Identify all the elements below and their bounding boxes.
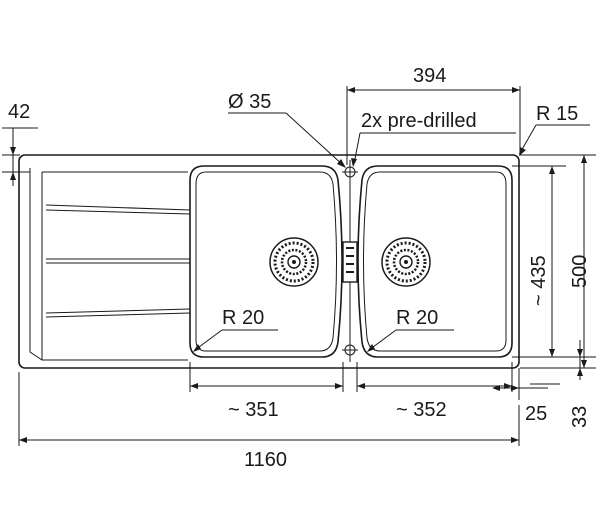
dimension-label-r20-right: R 20 [396,307,438,329]
dimension-edge-offset-right: 25 [492,368,560,425]
dimension-label-351: ~ 351 [228,399,279,421]
right-drain-icon [381,237,431,287]
dimension-label-33: 33 [569,406,591,428]
dimension-outer-radius: R 15 [519,103,590,156]
drainer-ribs [45,204,191,318]
left-bowl-inner-edge [195,171,337,352]
drainer-rib [45,308,191,314]
dimension-label-r20-left: R 20 [222,307,264,329]
dimension-bowl-depth: ~ 435 [512,165,566,358]
note-pre-drilled: 2x pre-drilled [351,110,516,167]
drainer-rib [45,312,191,318]
dimension-label-25: 25 [525,403,547,425]
dimension-right-bowl-radius: R 20 [367,307,454,352]
dimension-label-352: ~ 352 [396,399,447,421]
drainer-rib [45,204,191,211]
dimension-label-42: 42 [8,101,30,123]
dimension-edge-offset-bottom: 33 [566,340,596,428]
left-drain-icon [269,237,319,287]
dimension-label-1160: 1160 [244,449,287,471]
dimension-label-r15: R 15 [536,103,578,125]
dimension-label-435: ~ 435 [528,255,550,306]
drainer-board [29,168,191,361]
tap-hole-icon [342,164,358,180]
dimension-label-500: 500 [569,255,591,288]
dimension-holes-distance: 394 [346,65,521,165]
sink-outer-outline [18,154,520,369]
dimension-overall-depth: 500 [520,154,596,369]
dimension-left-bowl-width: ~ 351 [189,362,344,421]
dimension-right-bowl-width: ~ 352 [356,362,513,421]
dimension-hole-diameter: Ø 35 [228,91,346,168]
dimension-drainer-offset: 42 [2,101,38,186]
drainer-rib [45,209,191,215]
drainer-outline [29,168,188,361]
overflow-icon [342,241,358,283]
left-bowl [189,165,343,358]
dimension-label-394: 394 [413,65,446,87]
tap-hole-icon [342,342,358,358]
right-bowl [357,165,513,358]
right-bowl-inner-edge [363,171,507,352]
dimension-left-bowl-radius: R 20 [193,307,278,352]
note-pre-drilled-label: 2x pre-drilled [361,110,477,132]
dimension-label-hole-diameter: Ø 35 [228,91,271,113]
dimension-overall-width: 1160 [18,372,520,471]
